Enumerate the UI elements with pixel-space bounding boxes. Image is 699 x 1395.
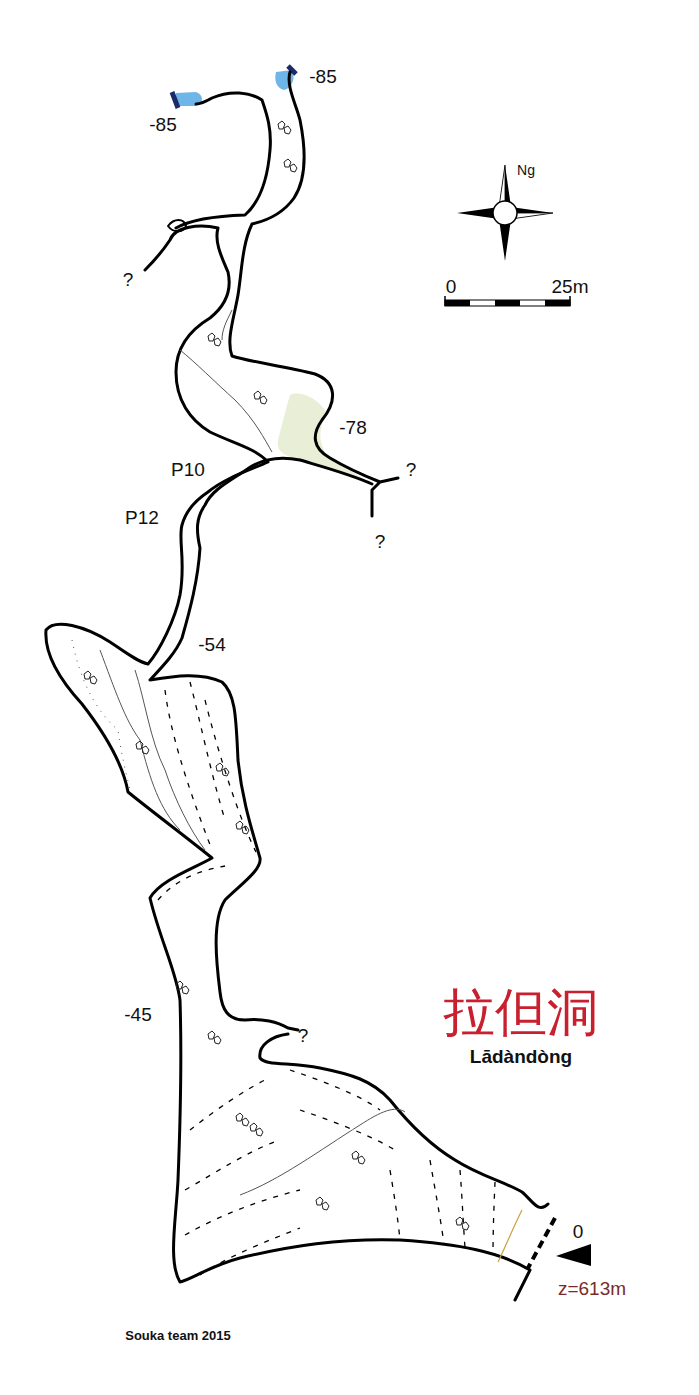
map-label: P10 — [171, 460, 205, 481]
boulder-symbol — [84, 121, 469, 1230]
map-label: -85 — [309, 67, 336, 88]
step-line — [158, 682, 495, 1275]
map-label: ? — [298, 1026, 309, 1047]
sediment-area — [278, 394, 372, 484]
cave-wall — [46, 72, 548, 1300]
map-label: ? — [123, 270, 134, 291]
north-arrow — [457, 165, 553, 261]
map-label: ? — [375, 532, 386, 553]
sump-edge — [172, 92, 178, 108]
map-label: Ng — [517, 163, 535, 178]
scale-bar — [445, 296, 570, 306]
cave-title: 拉但洞 — [443, 984, 599, 1041]
map-label: ? — [406, 460, 417, 481]
map-label: 0 — [446, 277, 457, 298]
dripline — [498, 1210, 522, 1262]
map-label: Lādàndòng — [470, 1047, 572, 1068]
map-label: -45 — [124, 1005, 151, 1026]
map-label: 25m — [552, 277, 589, 298]
map-label: 0 — [573, 1222, 584, 1243]
slope-line — [72, 310, 405, 1195]
map-label: P12 — [125, 508, 159, 529]
entrance-arrow — [556, 1244, 591, 1266]
map-label: -54 — [198, 635, 225, 656]
map-label: z=613m — [558, 1279, 626, 1300]
map-label: Souka team 2015 — [125, 1329, 231, 1343]
map-label: -78 — [339, 418, 366, 439]
entrance-line — [528, 1218, 555, 1268]
map-label: -85 — [149, 115, 176, 136]
